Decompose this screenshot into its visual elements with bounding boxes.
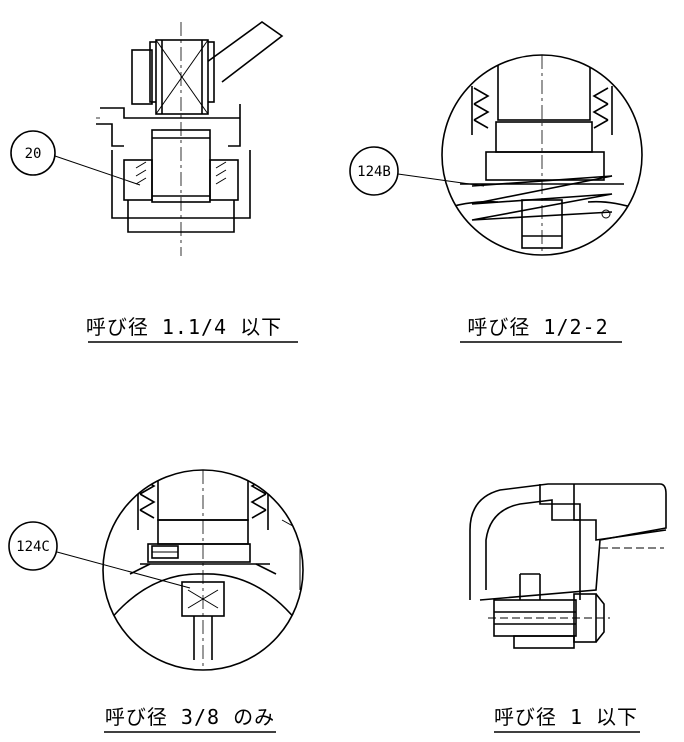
- detail-view-nominal-3-8: 124C: [8, 469, 304, 671]
- caption-text: 呼び径 3/8 のみ: [105, 705, 275, 729]
- callout-124c: 124C: [16, 539, 50, 555]
- caption-text: 呼び径 1.1/4 以下: [86, 315, 282, 339]
- detail-view-nominal-1-2-2: 124B: [349, 54, 643, 256]
- caption-top-right: 呼び径 1/2-2: [460, 315, 622, 343]
- detail-view-nominal-1-1-4: 20: [10, 21, 284, 256]
- callout-20: 20: [25, 146, 42, 162]
- caption-bottom-left: 呼び径 3/8 のみ: [104, 705, 276, 733]
- caption-text: 呼び径 1/2-2: [467, 315, 608, 339]
- caption-top-left: 呼び径 1.1/4 以下: [86, 315, 298, 343]
- caption-text: 呼び径 1 以下: [494, 705, 638, 729]
- callout-124b: 124B: [357, 164, 391, 180]
- caption-bottom-right: 呼び径 1 以下: [494, 705, 640, 733]
- detail-view-nominal-1: [469, 483, 667, 649]
